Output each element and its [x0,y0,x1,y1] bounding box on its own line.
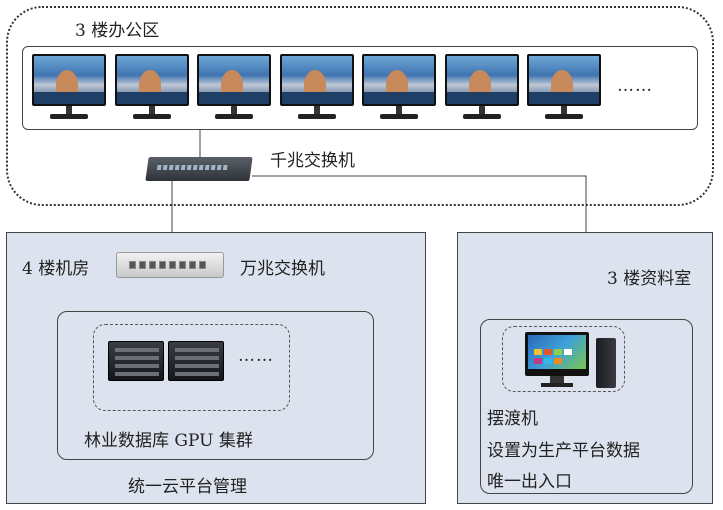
10g-switch-label: 万兆交换机 [240,254,325,279]
desktop-pc-icon [525,332,589,376]
switch-port [211,165,216,170]
switch-port [217,165,222,170]
monitor-icon [32,54,106,120]
monitor-ellipsis: …… [617,76,653,96]
switch-port [181,165,186,170]
server-room-title: 4 楼机房 [22,254,89,279]
switch-port [193,165,198,170]
monitor-icon [445,54,519,120]
switch-port [179,261,186,269]
ferry-desc-line2: 唯一出入口 [487,467,572,492]
ferry-desc-line1: 设置为生产平台数据 [487,436,640,461]
gpu-server-icon [168,341,224,381]
ferry-title: 摆渡机 [487,404,538,429]
gpu-server-icon [108,341,164,381]
switch-port [199,261,206,269]
switch-port [159,261,166,269]
switch-port [175,165,180,170]
monitor-icon [527,54,601,120]
gpu-cluster-label: 林业数据库 GPU 集群 [84,426,253,451]
switch-port [157,165,162,170]
monitor-icon [362,54,436,120]
pc-base [541,383,573,387]
switch-port [139,261,146,269]
cloud-platform-label: 统一云平台管理 [128,472,247,497]
switch-port [129,261,136,269]
pc-tower-icon [596,338,616,388]
switch-port [199,165,204,170]
gigabit-switch-icon [145,157,252,181]
switch-port [149,261,156,269]
monitor-icon [115,54,189,120]
switch-port [163,165,168,170]
gigabit-switch-label: 千兆交换机 [270,146,355,171]
gpu-ellipsis: …… [238,346,274,366]
switch-port [223,165,228,170]
switch-port [169,165,174,170]
archive-room-title: 3 楼资料室 [607,264,691,289]
monitor-icon [280,54,354,120]
monitor-icon [197,54,271,120]
10g-switch-icon [116,252,224,278]
office-title: 3 楼办公区 [75,16,159,41]
switch-port [189,261,196,269]
switch-port [187,165,192,170]
switch-port [205,165,210,170]
switch-port [169,261,176,269]
